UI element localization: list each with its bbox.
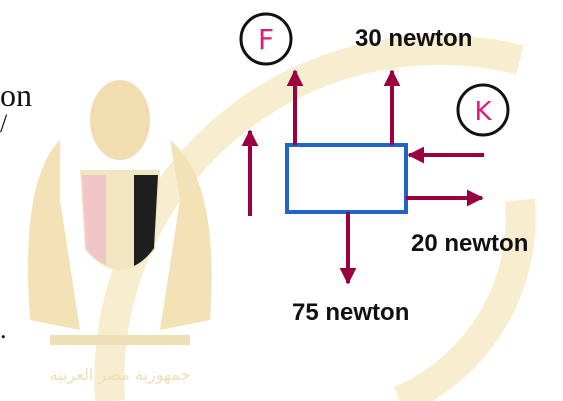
cropped-left-period: .	[0, 315, 7, 344]
watermark-arc-inner	[393, 198, 536, 401]
label-75-newton: 75 newton	[292, 299, 409, 326]
force-label-f: F	[239, 12, 293, 66]
cropped-left-mark: /	[0, 109, 8, 138]
watermark-background: جمهورية مصر العربية	[28, 35, 536, 401]
force-label-f-text: F	[258, 23, 274, 56]
object-box	[285, 143, 408, 214]
watermark-arc-outer	[94, 35, 524, 401]
watermark-caption: جمهورية مصر العربية	[50, 365, 191, 385]
force-label-k: K	[456, 83, 510, 137]
force-label-k-text: K	[474, 97, 492, 127]
label-30-newton: 30 newton	[355, 25, 472, 52]
label-20-newton: 20 newton	[411, 230, 528, 257]
eagle-emblem-watermark	[28, 80, 212, 345]
cropped-left-text: on	[0, 77, 32, 113]
